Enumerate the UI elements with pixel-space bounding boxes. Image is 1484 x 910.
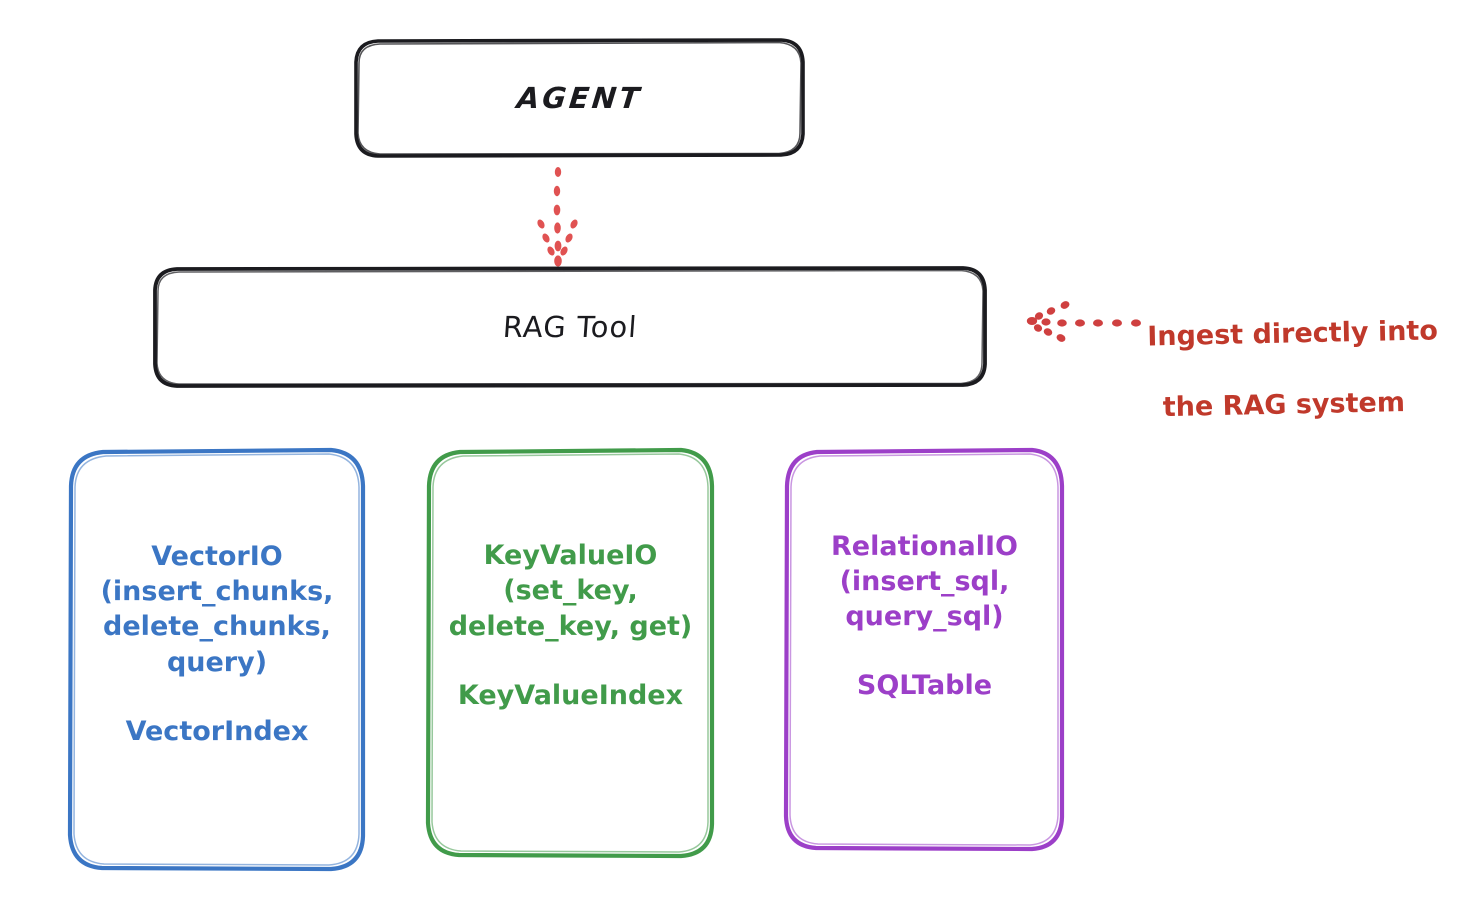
key-value-io-node[interactable]: KeyValueIO (set_key, delete_key, get) Ke… [428, 450, 713, 857]
relational-io-node[interactable]: RelationalIO (insert_sql, query_sql) SQL… [786, 450, 1063, 850]
agent-to-rag-arrow [537, 167, 578, 267]
vector-io-text: VectorIO (insert_chunks, delete_chunks, … [101, 541, 334, 764]
rag-tool-node-label: RAG Tool [501, 310, 639, 344]
agent-node[interactable]: AGENT [356, 40, 803, 156]
ingest-annotation-line-2: the RAG system [1162, 386, 1406, 424]
vector-io-api-label: VectorIO (insert_chunks, delete_chunks, … [100, 541, 334, 678]
key-value-io-api-label: KeyValueIO (set_key, delete_key, get) [448, 540, 693, 642]
vector-io-box-outline [67, 447, 366, 872]
relational-io-text: RelationalIO (insert_sql, query_sql) SQL… [831, 531, 1018, 737]
rag-tool-node[interactable]: RAG Tool [155, 268, 985, 386]
agent-node-label: AGENT [515, 81, 644, 115]
vector-io-index-label: VectorIndex [125, 715, 309, 747]
relational-io-index-label: SQLTable [856, 670, 993, 702]
relational-io-box-outline [783, 447, 1065, 852]
ingest-annotation-line-1: Ingest directly into [1146, 315, 1439, 353]
rag-tool-box-outline [153, 266, 987, 388]
key-value-io-index-label: KeyValueIndex [457, 679, 684, 711]
agent-box-outline [354, 38, 805, 158]
ingest-annotation: Ingest directly into the RAG system [1146, 277, 1480, 462]
key-value-io-text: KeyValueIO (set_key, delete_key, get) Ke… [449, 540, 693, 740]
vector-io-node[interactable]: VectorIO (insert_chunks, delete_chunks, … [70, 450, 364, 870]
relational-io-api-label: RelationalIO (insert_sql, query_sql) [831, 530, 1018, 632]
ingest-arrow [1026, 301, 1141, 342]
key-value-io-box-outline [425, 447, 715, 859]
